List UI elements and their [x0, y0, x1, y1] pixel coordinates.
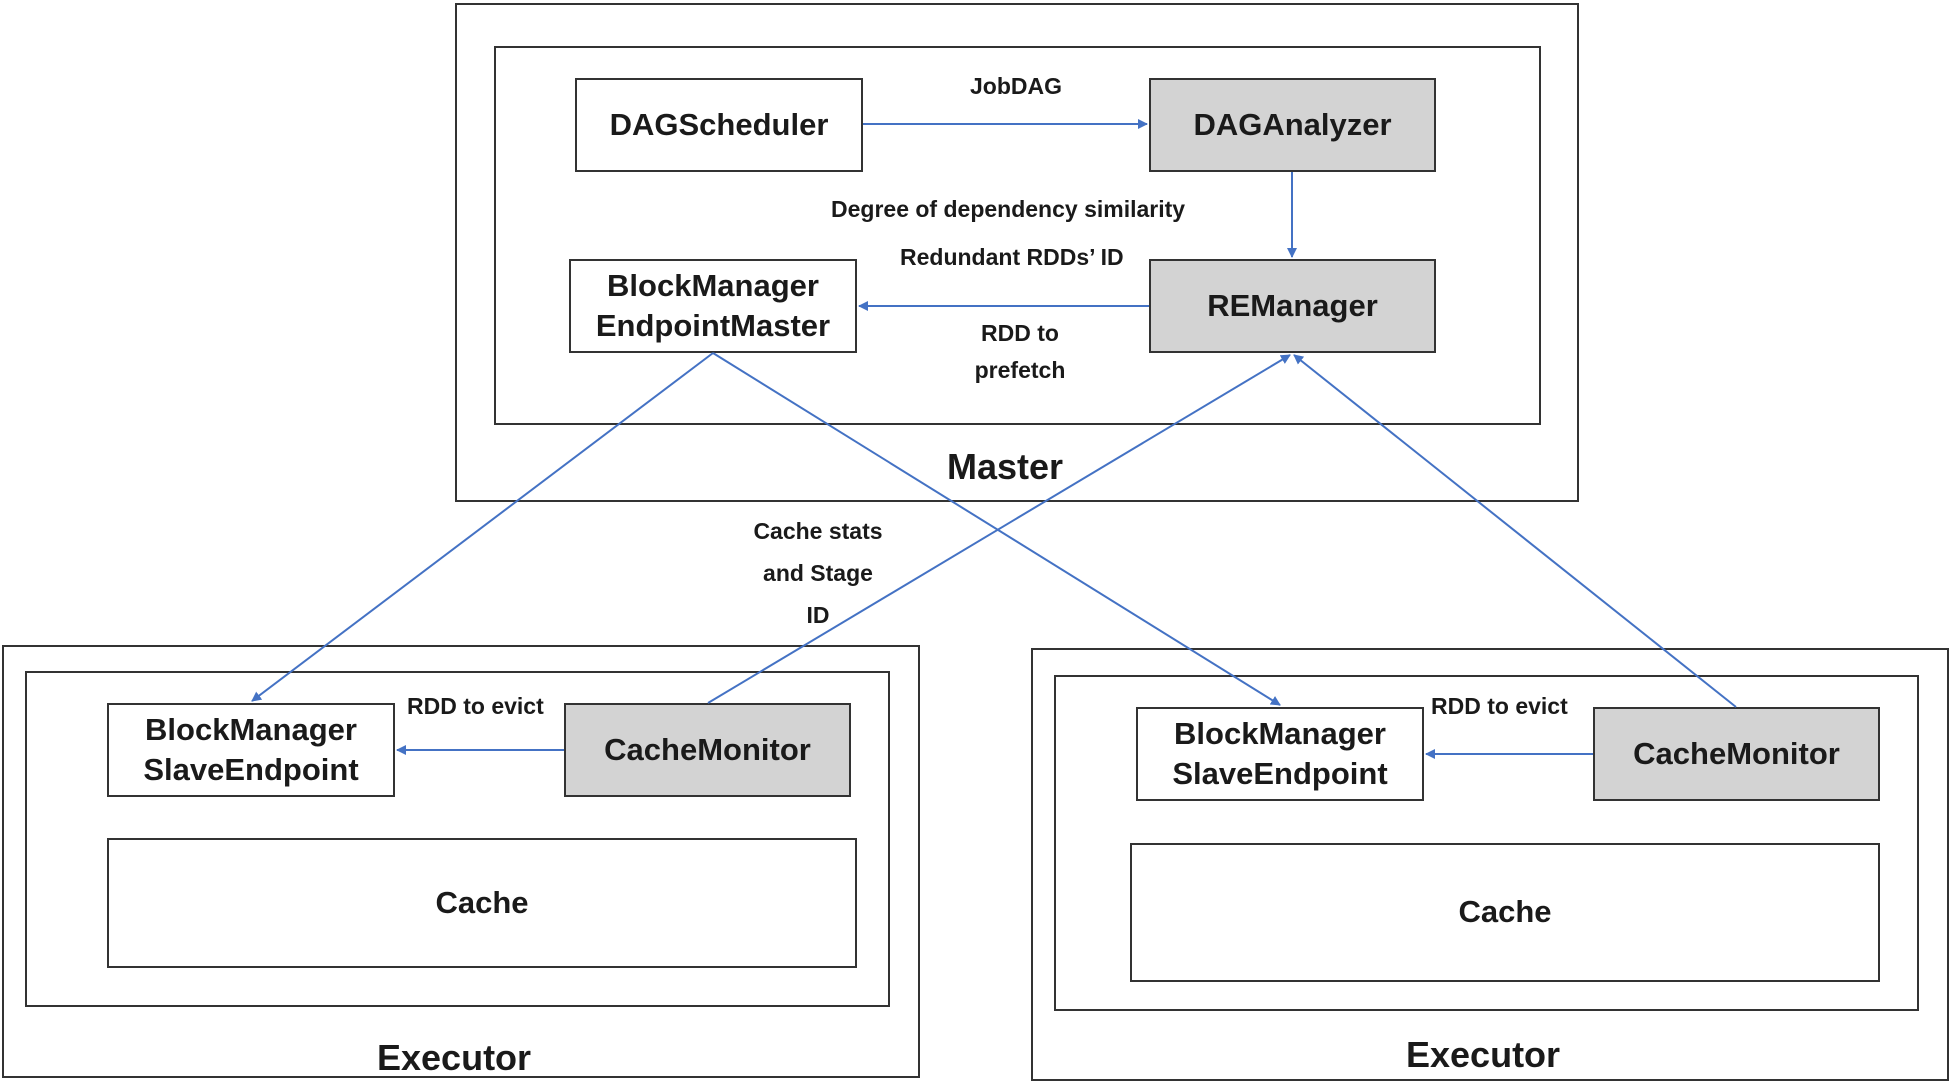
degree-similarity-label: Degree of dependency similarity [831, 196, 1186, 222]
dagscheduler-box: DAGScheduler [575, 78, 863, 172]
cache-left-label: Cache [435, 884, 529, 920]
cache-stats-line-1: Cache stats [753, 518, 883, 544]
remanager-box: REManager [1149, 259, 1436, 353]
rdd-evict-right-label: RDD to evict [1431, 693, 1568, 719]
cachemonitor-right-box: CacheMonitor [1593, 707, 1880, 801]
bm-slave-left-line-2: SlaveEndpoint [143, 752, 359, 787]
arrow-bm-master-to-right-slave [712, 352, 1281, 706]
cache-stats-label: Cache stats and Stage ID [738, 510, 898, 636]
bm-master-line-1: BlockManager [607, 267, 819, 303]
cache-right-label: Cache [1458, 894, 1552, 930]
bm-master-line-2: EndpointMaster [595, 308, 831, 343]
executor-right-title: Executor [1406, 1034, 1561, 1075]
master-outer-frame [455, 3, 1579, 502]
cache-left-box: Cache [107, 838, 857, 968]
daganalyzer-box: DAGAnalyzer [1149, 78, 1436, 172]
cache-stats-line-2: and Stage [763, 560, 873, 586]
executor-right-outer-frame [1031, 648, 1949, 1081]
master-title: Master [947, 446, 1064, 487]
executor-right-inner-frame [1054, 675, 1919, 1011]
bm-slave-left-line-1: BlockManager [145, 711, 357, 747]
blockmanager-endpointmaster-box: BlockManager EndpointMaster [569, 259, 857, 353]
rdd-prefetch-label: RDD to prefetch [960, 315, 1080, 389]
remanager-label: REManager [1207, 287, 1378, 323]
arrow-left-monitor-to-remanager [707, 354, 1291, 704]
dagscheduler-label: DAGScheduler [609, 106, 829, 142]
arrow-bm-master-to-left-slave [251, 352, 714, 702]
executor-left-outer-frame [2, 645, 920, 1078]
executor-left-title: Executor [377, 1037, 532, 1078]
cachemonitor-left-label: CacheMonitor [604, 731, 811, 767]
daganalyzer-label: DAGAnalyzer [1193, 106, 1392, 142]
arrow-right-monitor-to-remanager [1293, 354, 1737, 708]
cachemonitor-left-box: CacheMonitor [564, 703, 851, 797]
bm-slave-right-line-2: SlaveEndpoint [1172, 756, 1388, 791]
cache-right-box: Cache [1130, 843, 1880, 982]
master-inner-frame [494, 46, 1541, 425]
bm-slave-right-line-1: BlockManager [1174, 715, 1386, 751]
redundant-rdds-label: Redundant RDDs’ ID [900, 244, 1124, 270]
executor-left-inner-frame [25, 671, 890, 1007]
blockmanager-slaveendpoint-right-box: BlockManager SlaveEndpoint [1136, 707, 1424, 801]
rdd-prefetch-line-1: RDD to [981, 320, 1059, 346]
rdd-prefetch-line-2: prefetch [974, 357, 1066, 383]
rdd-evict-left-label: RDD to evict [407, 693, 544, 719]
cache-stats-line-3: ID [806, 602, 830, 628]
jobdag-label: JobDAG [970, 73, 1062, 99]
blockmanager-slaveendpoint-left-box: BlockManager SlaveEndpoint [107, 703, 395, 797]
cachemonitor-right-label: CacheMonitor [1633, 735, 1840, 771]
